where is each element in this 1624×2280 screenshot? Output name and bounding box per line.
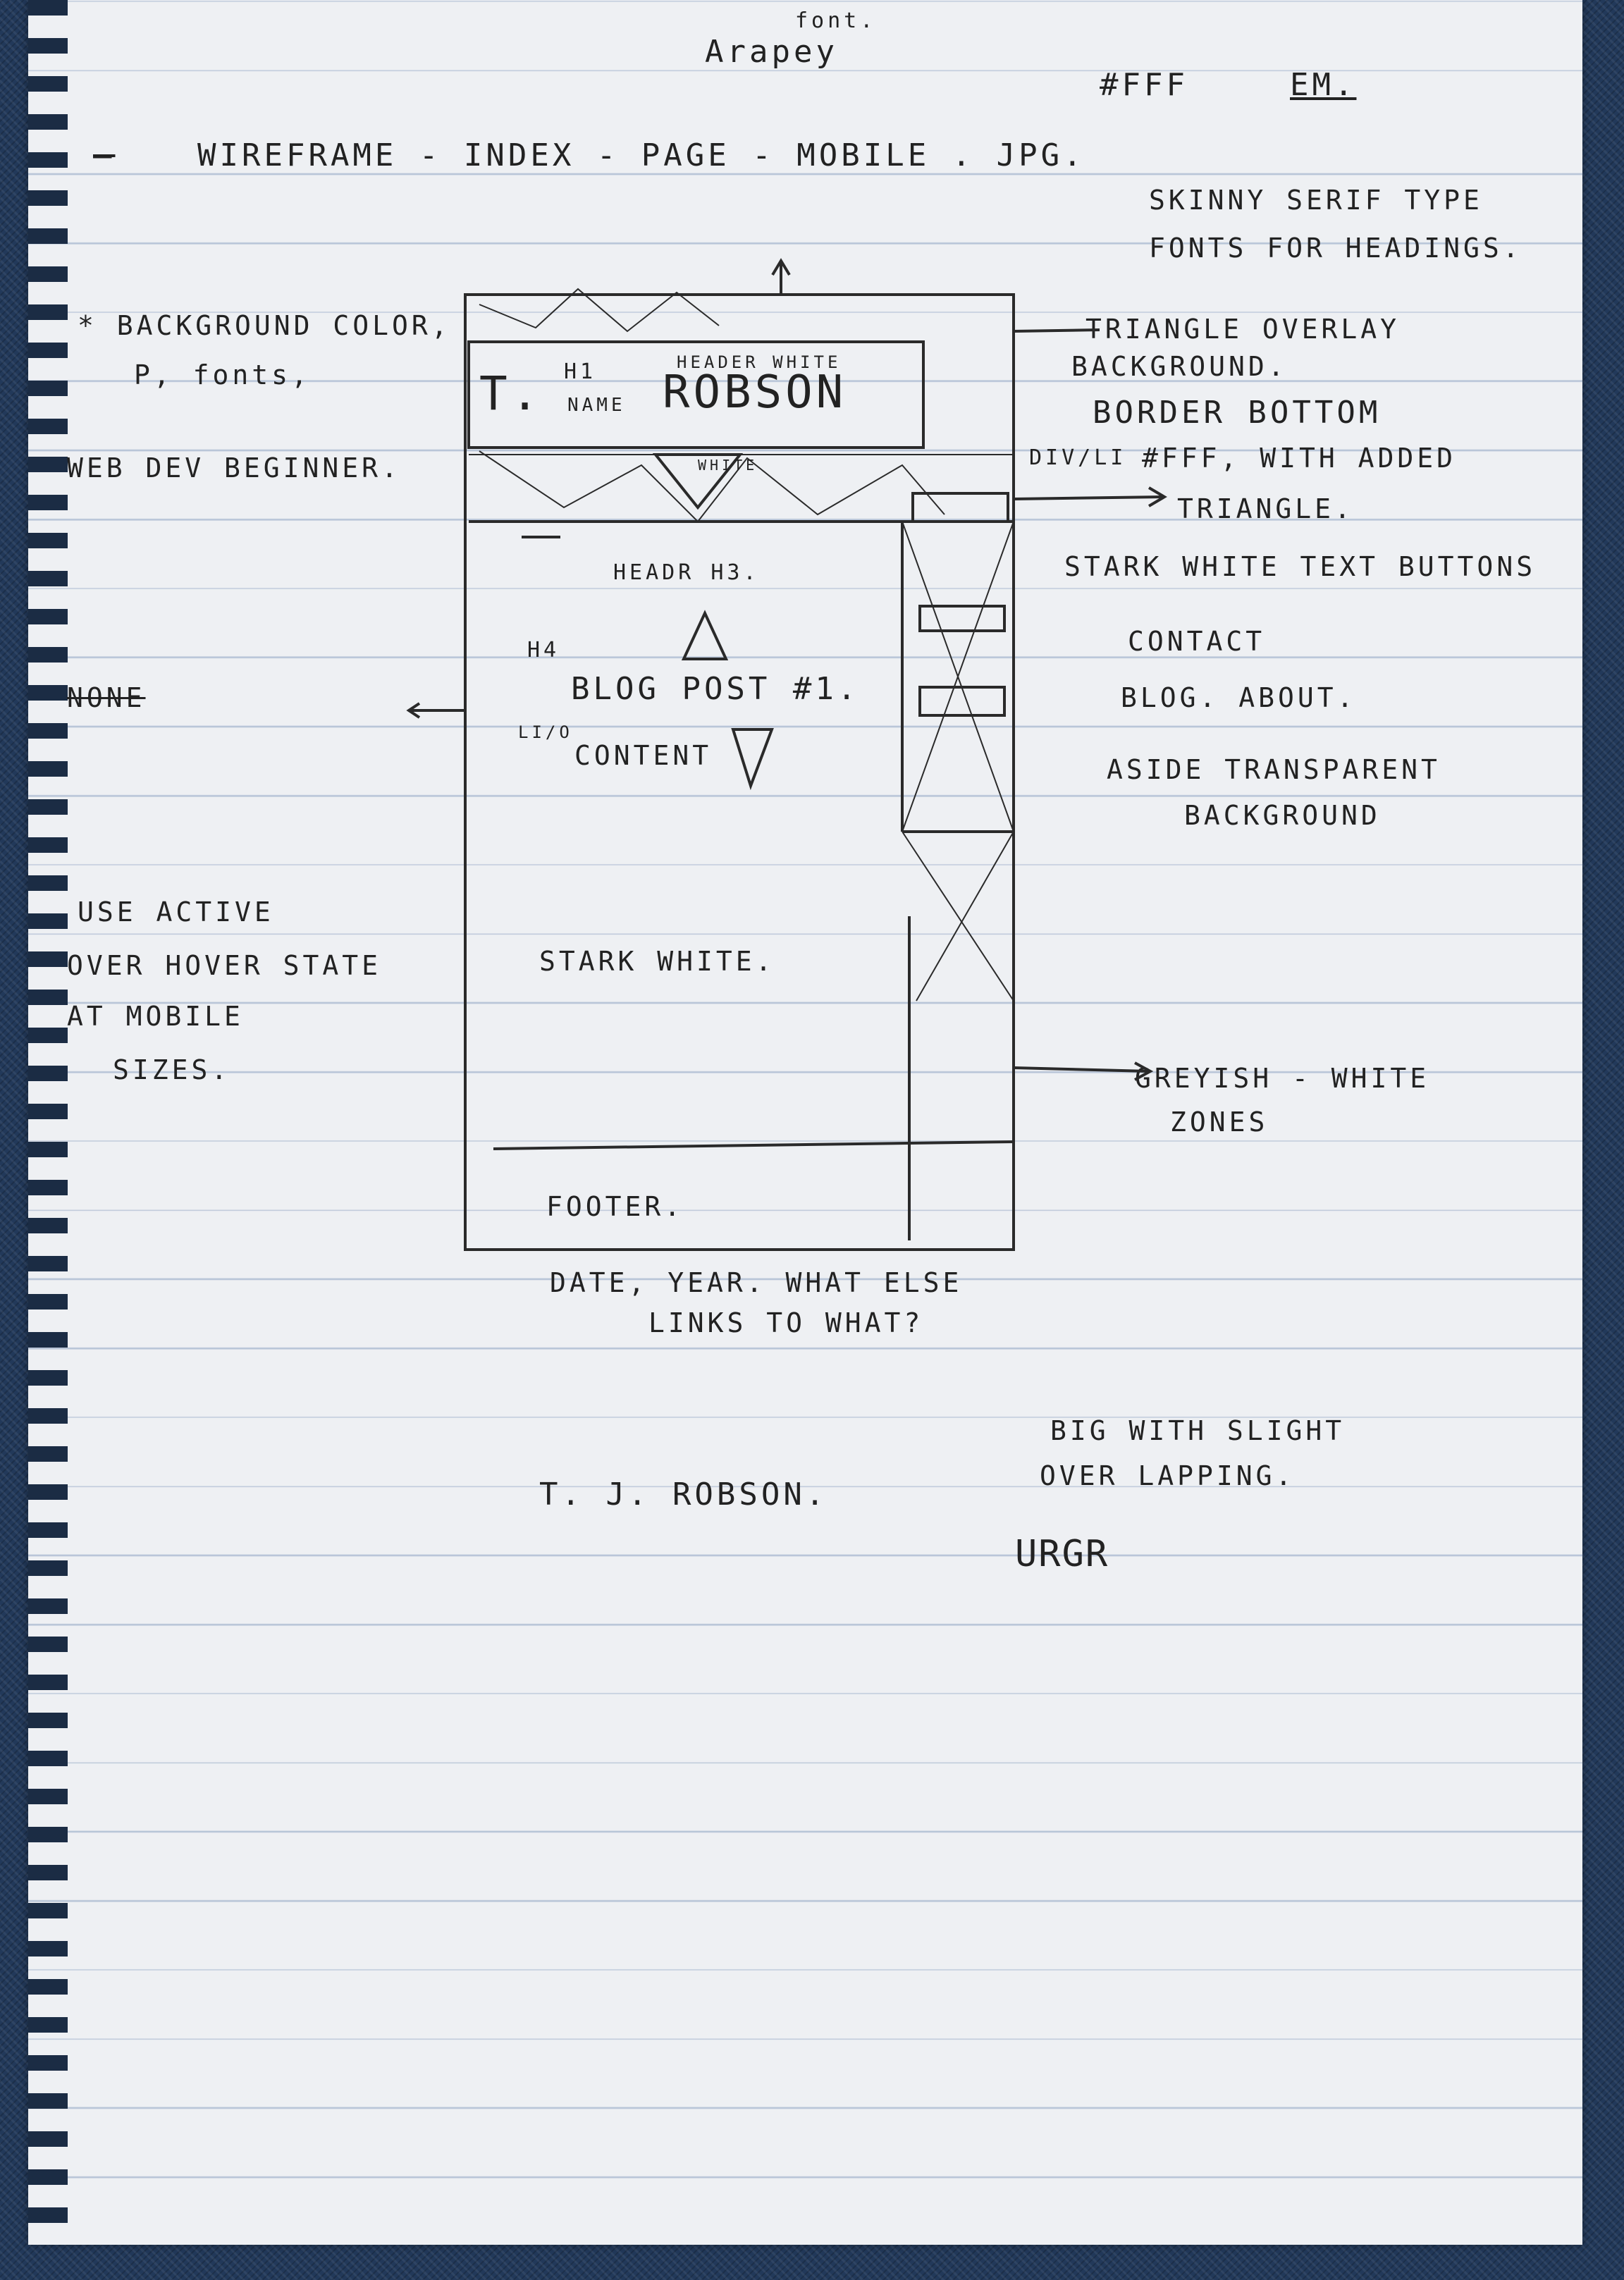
- note-border-1: BORDER BOTTOM: [1093, 395, 1382, 431]
- note-triangle-2: BACKGROUND.: [1071, 351, 1288, 382]
- note-div-li: DIV/LI: [1029, 445, 1127, 470]
- note-skinny-1: SKINNY SERIF TYPE: [1149, 185, 1483, 216]
- nav-button-3: [918, 686, 1006, 717]
- page-title: WIREFRAME - INDEX - PAGE - MOBILE . JPG.: [197, 137, 1085, 173]
- wf-h1: H1: [564, 359, 597, 384]
- note-hover-3: AT MOBILE: [67, 1001, 244, 1032]
- note-skinny-2: FONTS FOR HEADINGS.: [1149, 233, 1522, 264]
- wf-content: CONTENT: [574, 740, 713, 771]
- note-hover-4: SIZES.: [113, 1054, 231, 1085]
- em-note: EM.: [1290, 67, 1357, 103]
- ruled-lines: [28, 0, 1582, 2245]
- note-p-fonts: P, fonts,: [134, 359, 311, 390]
- wireframe-sketch: [406, 258, 1167, 1251]
- crossed-mark: —: [93, 137, 116, 173]
- note-border-2: #FFF, WITH ADDED: [1142, 443, 1457, 474]
- header-triangle: [652, 453, 744, 510]
- spiral-binding-holes: [28, 0, 68, 2245]
- wf-name-big: ROBSON: [663, 366, 847, 419]
- signature: URGR: [1015, 1533, 1109, 1575]
- note-big-2: OVER LAPPING.: [1040, 1460, 1296, 1491]
- note-greyish-1: GREYISH - WHITE: [1135, 1063, 1430, 1094]
- wf-blog-post: BLOG POST #1.: [571, 671, 860, 707]
- wf-header-h3: HEADR H3.: [613, 560, 760, 585]
- wf-li-o: LI/O: [518, 722, 573, 742]
- font-name: Arapey: [705, 34, 838, 70]
- hex-color-note: #FFF: [1100, 67, 1188, 103]
- author-name: T. J. ROBSON.: [539, 1477, 828, 1512]
- note-web-dev: WEB DEV BEGINNER.: [67, 452, 401, 483]
- phone-frame: [464, 293, 1015, 1251]
- note-links: LINKS TO WHAT?: [648, 1307, 924, 1338]
- wf-stark-white: STARK WHITE.: [539, 946, 775, 977]
- note-background-color: * BACKGROUND COLOR,: [78, 310, 451, 341]
- down-triangle: [731, 728, 774, 791]
- note-date-year: DATE, YEAR. WHAT ELSE: [550, 1267, 963, 1298]
- wf-name-t: T.: [479, 366, 543, 421]
- wf-white: WHITE: [698, 457, 758, 474]
- note-triangle-1: TRIANGLE OVERLAY: [1085, 314, 1401, 345]
- note-big-1: BIG WITH SLIGHT: [1050, 1415, 1346, 1446]
- note-border-3: TRIANGLE.: [1177, 493, 1354, 524]
- note-aside-2: BACKGROUND: [1184, 800, 1381, 831]
- up-triangle: [681, 610, 729, 660]
- wf-footer: FOOTER.: [546, 1191, 684, 1222]
- note-crossed: NONE: [67, 682, 146, 713]
- note-stark-buttons: STARK WHITE TEXT BUTTONS: [1064, 551, 1537, 582]
- notebook-page: font. Arapey #FFF EM. — WIREFRAME - INDE…: [28, 0, 1582, 2245]
- wf-header-white: HEADER WHITE: [677, 352, 842, 372]
- note-hover-2: OVER HOVER STATE: [67, 950, 382, 981]
- note-aside-1: ASIDE TRANSPARENT: [1107, 754, 1441, 785]
- wf-name-label: NAME: [567, 395, 626, 416]
- nav-button-2: [918, 605, 1006, 632]
- note-greyish-2: ZONES: [1170, 1107, 1269, 1138]
- font-label: font.: [795, 8, 877, 33]
- header-box: [467, 340, 925, 449]
- note-blog-about: BLOG. ABOUT.: [1121, 682, 1357, 713]
- note-contact: CONTACT: [1128, 626, 1266, 657]
- wf-h4: H4: [527, 638, 560, 663]
- nav-button-1: [911, 492, 1009, 523]
- note-hover-1: USE ACTIVE: [78, 896, 274, 928]
